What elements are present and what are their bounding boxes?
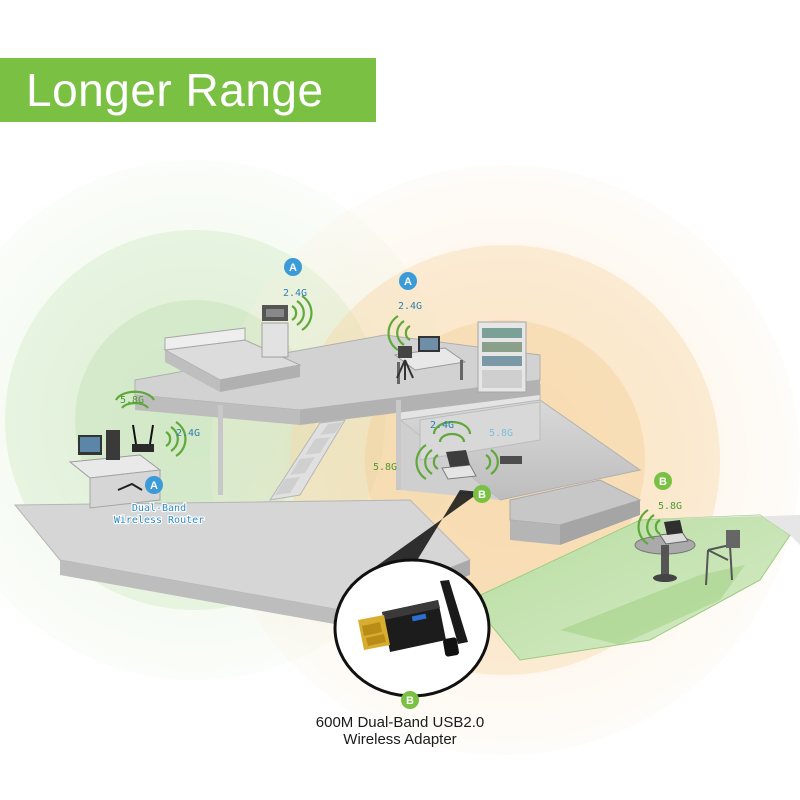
svg-text:B: B bbox=[406, 695, 414, 707]
headline-title: Longer Range bbox=[26, 64, 324, 116]
band-label-living-c: 5.8G bbox=[373, 462, 397, 473]
svg-text:B: B bbox=[478, 489, 486, 501]
staircase bbox=[268, 419, 346, 501]
chair-icon bbox=[705, 529, 740, 586]
marker-router: 5.8G 2.4G A Dual-Band Wireless Router bbox=[113, 395, 206, 527]
desk-computer-icon bbox=[393, 336, 467, 384]
band-label-router-b: 2.4G bbox=[176, 428, 200, 439]
svg-text:A: A bbox=[289, 262, 297, 274]
band-label-garden: 5.8G bbox=[658, 501, 682, 512]
router-icon bbox=[117, 424, 154, 491]
adapter-caption: 600M Dual-Band USB2.0 Wireless Adapter bbox=[290, 714, 510, 748]
adapter-caption-line2: Wireless Adapter bbox=[343, 731, 457, 748]
marker-living: 2.4G 5.8G 5.8G B bbox=[373, 420, 513, 503]
bookshelf bbox=[477, 321, 527, 393]
adapter-pointer bbox=[350, 490, 480, 585]
marker-bedroom: A 2.4G bbox=[283, 258, 307, 299]
band-label-living-a: 2.4G bbox=[430, 420, 454, 431]
svg-text:A: A bbox=[150, 480, 158, 492]
svg-text:A: A bbox=[404, 276, 412, 288]
headline-banner: Longer Range bbox=[0, 58, 376, 122]
router-label-line2: Wireless Router bbox=[114, 515, 204, 526]
band-label-router-a: 5.8G bbox=[120, 395, 144, 406]
svg-text:B: B bbox=[659, 476, 667, 488]
adapter-caption-line1: 600M Dual-Band USB2.0 bbox=[315, 714, 485, 731]
wifi-signal-icon bbox=[115, 295, 661, 545]
marker-garden: B 5.8G bbox=[654, 472, 682, 512]
dresser bbox=[261, 305, 289, 358]
router-label-line1: Dual-Band bbox=[132, 503, 186, 514]
garden-table bbox=[634, 520, 696, 582]
band-label-living-b: 5.8G bbox=[489, 428, 513, 439]
usb-adapter-icon bbox=[358, 580, 468, 657]
laptop-icon bbox=[441, 450, 522, 480]
band-label-bedroom: 2.4G bbox=[283, 288, 307, 299]
left-desk bbox=[68, 430, 162, 509]
marker-office: A 2.4G bbox=[398, 272, 422, 312]
band-label-office: 2.4G bbox=[398, 301, 422, 312]
marker-adapter: B bbox=[401, 691, 419, 709]
